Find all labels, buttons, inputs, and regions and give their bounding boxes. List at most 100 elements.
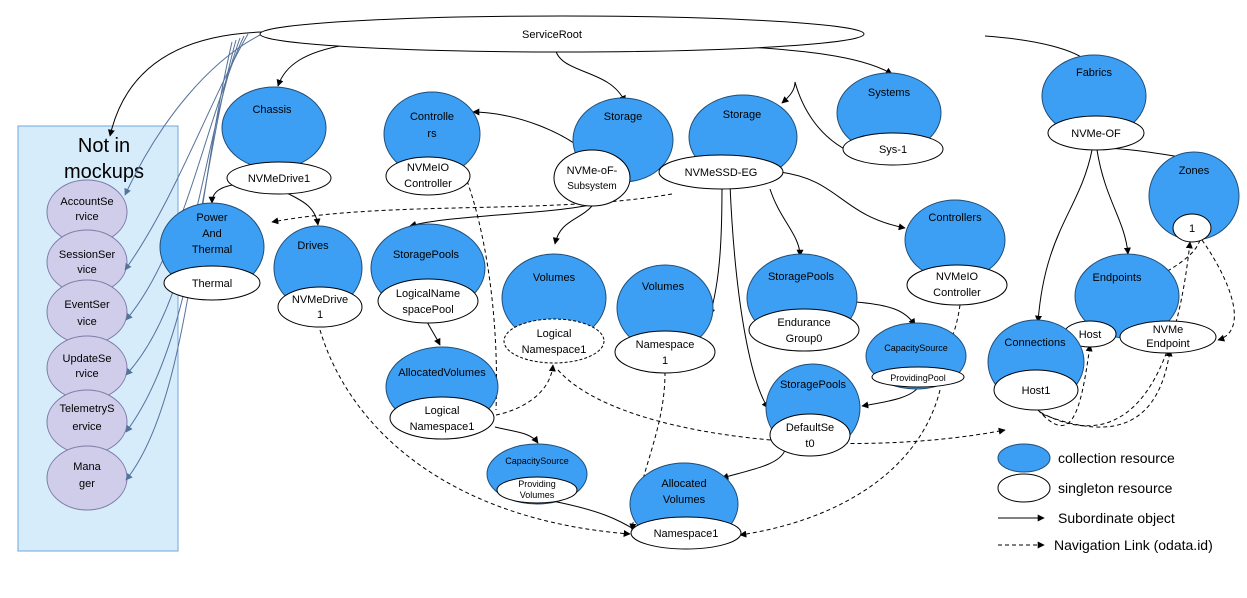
nvmedrive1-chassis-label: NVMeDrive1: [248, 173, 310, 185]
endurance-group-label-2: Group0: [786, 333, 823, 345]
nvme-of-fabric-node[interactable]: [1047, 115, 1145, 151]
telemetry-service-label-1: TelemetryS: [59, 403, 114, 415]
thermal-node[interactable]: [163, 265, 261, 301]
default-set-label-1: DefaultSe: [786, 422, 834, 434]
namespace1-alloc-label: Namespace1: [654, 528, 719, 540]
providing-pool-label: ProvidingPool: [890, 373, 946, 383]
providing-volumes-node[interactable]: [496, 476, 578, 504]
nvmedrive1-drives-node[interactable]: [277, 286, 363, 328]
host-label: Host: [1079, 329, 1102, 341]
controllers-a-label-1: Controlle: [410, 111, 454, 123]
nvme-of-subsystem-label-1: NVMe-oF-: [567, 165, 618, 177]
default-set-label-2: t0: [805, 438, 814, 450]
nvmessd-eg-label: NVMeSSD-EG: [685, 167, 758, 179]
zone-1-label: 1: [1189, 223, 1195, 235]
nvme-of-subsystem-label-2: Subsystem: [567, 181, 616, 192]
nvmedrive1-drives-label-1: NVMeDrive: [292, 294, 348, 306]
account-service-label-1: AccountSe: [60, 196, 113, 208]
allocated-volumes-a-label: AllocatedVolumes: [398, 367, 486, 379]
power-thermal-label-2: And: [202, 228, 222, 240]
nvme-endpoint-node[interactable]: [1119, 320, 1217, 354]
service-root-node[interactable]: [259, 15, 865, 53]
manager-label-2: ger: [79, 478, 95, 490]
allocated-volumes-b-label-2: Volumes: [663, 494, 706, 506]
legend-collection-swatch: [997, 443, 1051, 473]
logical-namespace1-alloc-label-1: Logical: [425, 405, 460, 417]
power-thermal-label-3: Thermal: [192, 244, 232, 256]
sys-1-node[interactable]: [842, 132, 944, 166]
logical-namespace1-alloc-label-2: Namespace1: [410, 421, 475, 433]
endpoints-label: Endpoints: [1093, 272, 1142, 284]
providing-pool-node[interactable]: [871, 366, 965, 388]
volumes-b-label: Volumes: [642, 281, 685, 293]
nvmedrive1-chassis-node[interactable]: [226, 161, 332, 195]
power-thermal-label-1: Power: [196, 212, 228, 224]
event-service-label-1: EventSer: [64, 299, 110, 311]
namespace1-vol-label-1: Namespace: [636, 339, 695, 351]
controllers-a-label-2: rs: [427, 128, 437, 140]
zones-label: Zones: [1179, 165, 1210, 177]
event-service-label-2: vice: [77, 316, 97, 328]
namespace1-vol-label-2: 1: [662, 355, 668, 367]
endurance-group-label-1: Endurance: [777, 317, 830, 329]
legend: collection resource singleton resource S…: [997, 443, 1213, 553]
chassis-collection-node[interactable]: [221, 86, 327, 170]
controllers-b-label: Controllers: [928, 212, 982, 224]
nvmeio-controller-b-label-1: NVMeIO: [936, 271, 979, 283]
chassis-label: Chassis: [252, 104, 292, 116]
providing-volumes-label-1: Providing: [518, 479, 556, 489]
fabrics-label: Fabrics: [1076, 67, 1113, 79]
nvmedrive1-drives-label-2: 1: [317, 309, 323, 321]
providing-volumes-label-2: Volumes: [520, 490, 555, 500]
capacity-source-a-label: CapacitySource: [505, 456, 569, 466]
zone-1-node[interactable]: [1172, 213, 1212, 243]
host1-node[interactable]: [993, 369, 1079, 411]
logical-namespace1-vol-node[interactable]: [503, 318, 605, 364]
nvmeio-controller-node-a[interactable]: [385, 156, 471, 196]
legend-subordinate-label: Subordinate object: [1058, 510, 1175, 526]
legend-navigation-label: Navigation Link (odata.id): [1054, 537, 1213, 553]
nvmeio-controller-b-label-2: Controller: [933, 287, 981, 299]
not-in-mockups-title-line-1: Not in: [78, 135, 130, 157]
default-set-node[interactable]: [769, 413, 851, 457]
allocated-volumes-b-label-1: Allocated: [661, 478, 706, 490]
systems-label: Systems: [868, 87, 911, 99]
thermal-label: Thermal: [192, 278, 232, 290]
nvme-of-subsystem-node[interactable]: [553, 149, 631, 207]
nvme-endpoint-label-2: Endpoint: [1146, 338, 1189, 350]
nvmeio-controller-node-b[interactable]: [906, 264, 1008, 306]
storage-pools-c-label: StoragePools: [780, 379, 847, 391]
endurance-group-node[interactable]: [748, 308, 860, 352]
legend-collection-label: collection resource: [1058, 450, 1175, 466]
telemetry-service-label-2: ervice: [72, 421, 101, 433]
logical-namespace1-alloc-node[interactable]: [389, 396, 495, 440]
legend-singleton-label: singleton resource: [1058, 480, 1173, 496]
namespace1-alloc-node[interactable]: [630, 516, 742, 550]
not-in-mockups-title-line-2: mockups: [64, 161, 144, 183]
volumes-a-label: Volumes: [533, 272, 576, 284]
nvmeio-controller-a-label-1: NVMeIO: [407, 162, 450, 174]
connections-label: Connections: [1004, 337, 1066, 349]
update-service-label-2: rvice: [75, 368, 98, 380]
namespace1-vol-node[interactable]: [614, 330, 716, 374]
drives-label: Drives: [297, 240, 329, 252]
logical-namespace-pool-label-2: spacePool: [402, 304, 453, 316]
logical-namespace1-vol-label-1: Logical: [537, 328, 572, 340]
nvmessd-eg-node[interactable]: [658, 154, 784, 190]
sys-1-label: Sys-1: [879, 144, 907, 156]
legend-singleton-swatch: [997, 473, 1051, 503]
storage-pools-b-label: StoragePools: [768, 271, 835, 283]
logical-namespace-pool-label-1: LogicalName: [396, 288, 460, 300]
update-service-label-1: UpdateSe: [63, 353, 112, 365]
logical-namespace-pool-node[interactable]: [377, 278, 479, 324]
storage-b-label: Storage: [723, 109, 762, 121]
manager-label-1: Mana: [73, 461, 101, 473]
storage-pools-a-label: StoragePools: [393, 249, 460, 261]
host1-label: Host1: [1022, 385, 1051, 397]
storage-a-label: Storage: [604, 111, 643, 123]
service-root-label: ServiceRoot: [522, 29, 582, 41]
event-service-node[interactable]: [46, 279, 128, 345]
not-in-mockups-panel: Not in mockups AccountSe rvice SessionSe…: [17, 125, 179, 552]
nvme-of-fabric-label: NVMe-OF: [1071, 128, 1121, 140]
